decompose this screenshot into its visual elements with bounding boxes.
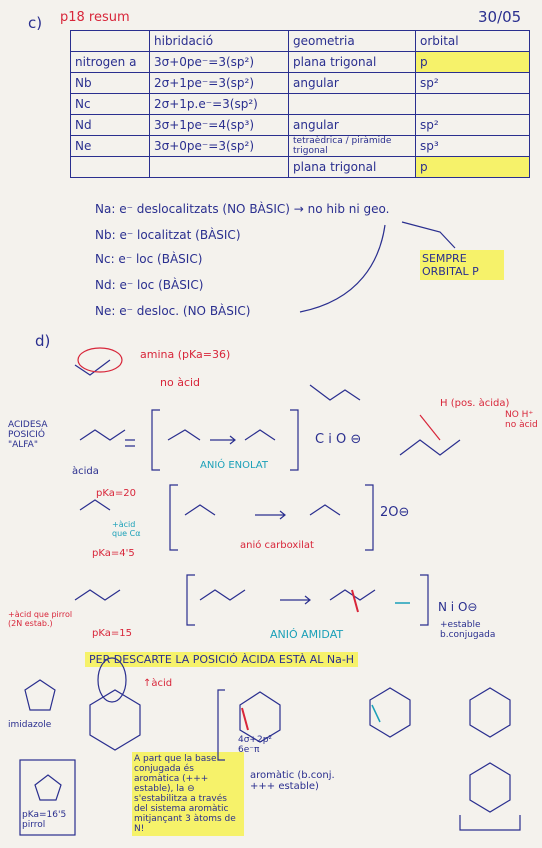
acid-label: àcida (72, 466, 99, 477)
enolate-label: ANIÓ ENOLAT (200, 460, 268, 471)
note-ne: Ne: e⁻ desloc. (NO BÀSIC) (95, 304, 251, 318)
note-nc: Nc: e⁻ loc (BÀSIC) (95, 252, 203, 266)
table-cell: p (415, 156, 530, 178)
page-title: p18 resum (60, 10, 130, 25)
anion-ring-3 (469, 687, 511, 738)
table-row: Nb 2σ+1pe⁻=3(sp²) angular sp² (70, 72, 530, 94)
part-label: c) (28, 14, 43, 32)
table-row: Ne 3σ+0pe⁻=3(sp²) tetraèdrica / piràmide… (70, 135, 530, 157)
note-nb: Nb: e⁻ localitzat (BÀSIC) (95, 228, 241, 242)
pka4-label: pKa=4'5 (92, 548, 135, 559)
amide-structure (399, 439, 461, 456)
callout-arrow (401, 221, 456, 249)
hybridization-table: hibridació geometria orbital nitrogen a … (70, 30, 530, 178)
amine-skeleton (74, 359, 111, 376)
carboxylate-label: anió carboxilat (240, 540, 314, 551)
acid-than-ca: +àcid que Cα (112, 520, 141, 538)
imidazole-label: imidazole (8, 720, 52, 730)
bracket-left-4 (217, 689, 225, 761)
alpha-acidity-label: ACIDESA POSICIÓ "ALFA" (8, 420, 48, 450)
pyrrole-label: pKa=16'5 pirrol (22, 810, 67, 830)
six-electron-label: 4σ+2p² 6e⁻π (238, 735, 273, 755)
anion-ring-2 (369, 687, 411, 738)
ketone-skeleton (79, 429, 126, 441)
acid-pyrrole-note: +àcid que pirrol (2N estab.) (8, 610, 73, 628)
pka20-label: pKa=20 (96, 488, 136, 499)
table-cell: angular (288, 72, 416, 94)
carboxylate-1 (184, 504, 216, 516)
anion-ring-4 (469, 762, 511, 813)
enolate-1 (167, 429, 201, 441)
equilibrium-arrows-1 (125, 439, 135, 447)
bracket-left-3 (186, 574, 195, 626)
table-cell: 2σ+1pe⁻=3(sp²) (149, 72, 289, 94)
table-cell: Nd (70, 114, 150, 136)
curved-arrow (299, 224, 386, 313)
imidazole-ring (24, 679, 56, 711)
part-d-label: d) (35, 332, 51, 350)
amide-skeleton (309, 384, 361, 401)
carboxylate-2 (309, 504, 341, 516)
cio-label: C i O ⊖ (315, 432, 362, 447)
bracket-left-1 (151, 409, 160, 471)
no-acid-label: no àcid (160, 376, 201, 389)
table-row: plana trigonal p (70, 156, 530, 178)
bracket-left-2 (169, 484, 178, 551)
table-cell: Nb (70, 72, 150, 94)
table-cell: 3σ+1pe⁻=4(sp³) (149, 114, 289, 136)
nio-label: N i O⊖ (438, 600, 478, 614)
resonance-arrow-1 (210, 435, 236, 445)
table-cell: p (415, 51, 530, 73)
anion-ring-1 (239, 691, 281, 743)
bracket-right-1 (290, 409, 299, 471)
two-o-label: 2O⊖ (380, 505, 410, 520)
no-h-label: NO H⁺ no àcid (505, 410, 538, 430)
amidate-label: ANIÓ AMIDAT (270, 628, 344, 641)
table-cell: sp² (415, 72, 530, 94)
amide-skeleton-2 (74, 589, 121, 601)
resonance-arrow-3 (280, 595, 311, 605)
bracket-right-2 (365, 484, 374, 551)
amine-label: amina (pKa=36) (140, 348, 231, 361)
carboxylic-skeleton (79, 499, 111, 511)
resonance-arrow-2 (255, 510, 286, 520)
date: 30/05 (478, 8, 522, 26)
amine-circle (77, 347, 123, 373)
descarte-banner: PER DESCARTE LA POSICIÓ ÀCIDA ESTÀ AL Na… (85, 652, 359, 667)
pka15-label: pKa=15 (92, 628, 132, 639)
acid-arrow-label: ↑àcid (143, 678, 173, 689)
table-row: Nc 2σ+1p.e⁻=3(sp²) (70, 93, 530, 115)
note-nd: Nd: e⁻ loc (BÀSIC) (95, 278, 204, 292)
anion-blue-bond (371, 704, 381, 723)
orbital-callout: SEMPRE ORBITAL P (420, 250, 504, 280)
nh-circle (97, 657, 127, 703)
enolate-2 (244, 429, 276, 441)
table-cell: 2σ+1p.e⁻=3(sp²) (149, 93, 289, 115)
table-cell: 3σ+0pe⁻=3(sp²) (149, 51, 289, 73)
amidate-1 (199, 589, 246, 601)
table-cell: angular (288, 114, 416, 136)
table-cell: plana trigonal (288, 156, 416, 178)
aromatic-label: aromàtic (b.conj. +++ estable) (250, 770, 335, 792)
acid-position-label: H (pos. àcida) (440, 398, 510, 409)
stable-label: +estable b.conjugada (440, 620, 496, 640)
bracket-bottom (459, 815, 521, 831)
triazole-ring (89, 689, 141, 751)
pyrrole-box (19, 759, 76, 836)
note-na: Na: e⁻ deslocalitzats (NO BÀSIC) → no hi… (95, 202, 390, 216)
double-bond-red (241, 707, 249, 731)
amidate-red-bond (351, 589, 359, 613)
table-row: Nd 3σ+1pe⁻=4(sp³) angular sp² (70, 114, 530, 136)
acid-position-arrow (419, 414, 441, 441)
bracket-right-3 (420, 574, 429, 626)
pyrrole-ring (34, 774, 62, 801)
final-note: A part que la base conjugada és aromàtic… (132, 752, 244, 836)
